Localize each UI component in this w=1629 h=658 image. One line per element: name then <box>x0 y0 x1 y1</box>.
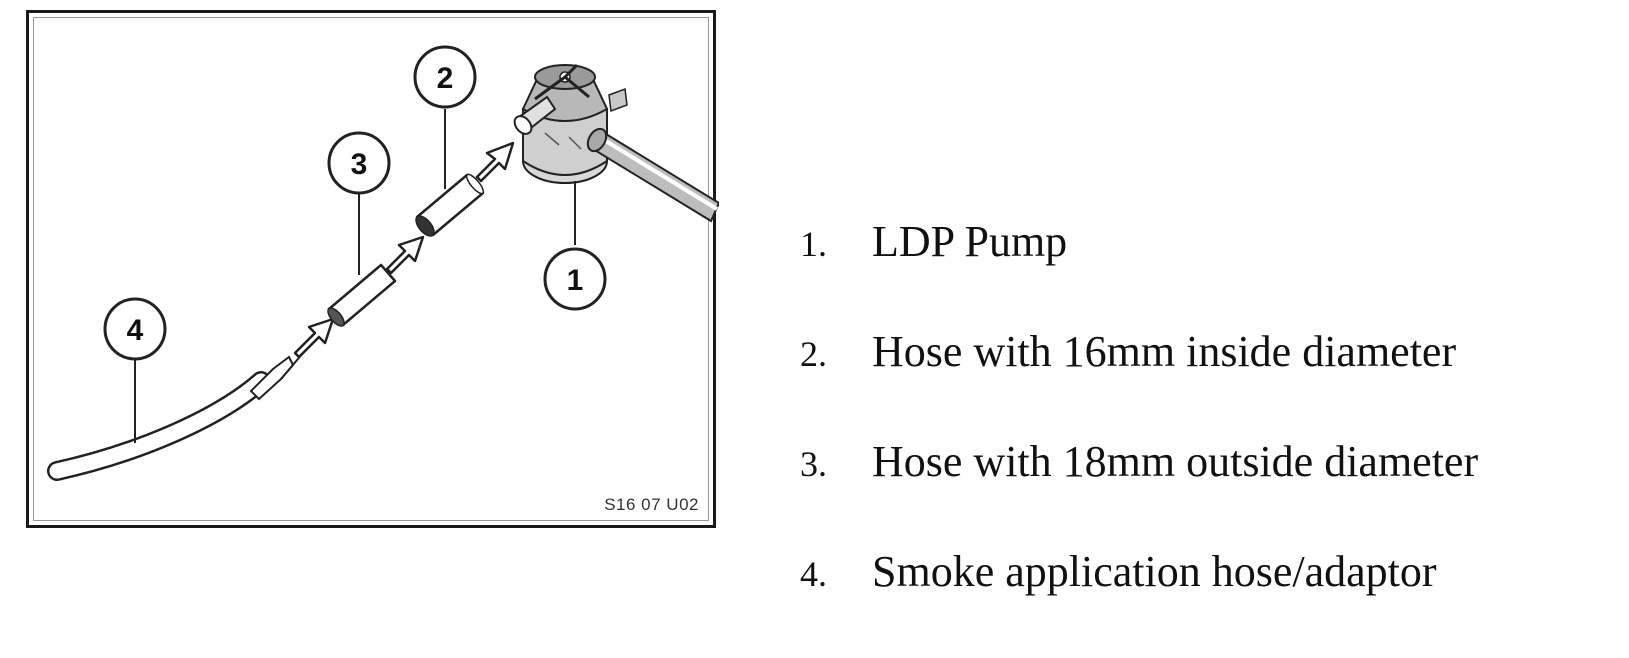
insert-arrow-c <box>475 141 515 183</box>
leader-lines <box>134 109 576 443</box>
callout-3: 3 <box>327 131 391 195</box>
callout-4: 4 <box>103 297 167 361</box>
legend-item-number: 4. <box>800 554 827 594</box>
figure-frame: 1 2 3 4 S16 07 U02 <box>26 10 719 528</box>
legend-item-hose-18mm: 3. Hose with 18mm outside diameter <box>800 438 1478 548</box>
legend-item-number: 1. <box>800 224 827 264</box>
insert-arrow-a <box>293 317 335 359</box>
figure-inner-border <box>33 17 709 521</box>
assembly-diagram: 1 2 3 4 <box>47 45 719 481</box>
legend-item-smoke-hose: 4. Smoke application hose/adaptor <box>800 548 1478 658</box>
legend-item-hose-16mm: 2. Hose with 16mm inside diameter <box>800 328 1478 438</box>
callout-1-number: 1 <box>567 264 584 297</box>
legend-item-label: Hose with 16mm inside diameter <box>872 327 1457 376</box>
hose-16mm-illustration <box>415 173 485 237</box>
legend-item-label: LDP Pump <box>872 217 1068 266</box>
legend-item-label: Smoke application hose/adaptor <box>872 547 1437 596</box>
legend-item-ldp-pump: 1. LDP Pump <box>800 218 1478 328</box>
legend-item-number: 2. <box>800 334 827 374</box>
ldp-pump-illustration <box>513 63 719 223</box>
hose-18mm-illustration <box>327 263 397 327</box>
insert-arrow-b <box>385 235 425 275</box>
smoke-hose-illustration <box>47 352 304 481</box>
legend-item-number: 3. <box>800 444 827 484</box>
legend-item-label: Hose with 18mm outside diameter <box>872 437 1479 486</box>
parts-legend: 1. LDP Pump 2. Hose with 16mm inside dia… <box>800 218 1478 658</box>
callout-4-number: 4 <box>127 314 144 347</box>
figure-code: S16 07 U02 <box>604 495 699 514</box>
callout-1: 1 <box>543 247 607 311</box>
callout-2-number: 2 <box>437 62 454 95</box>
callout-3-number: 3 <box>351 148 368 181</box>
callout-2: 2 <box>413 45 477 109</box>
